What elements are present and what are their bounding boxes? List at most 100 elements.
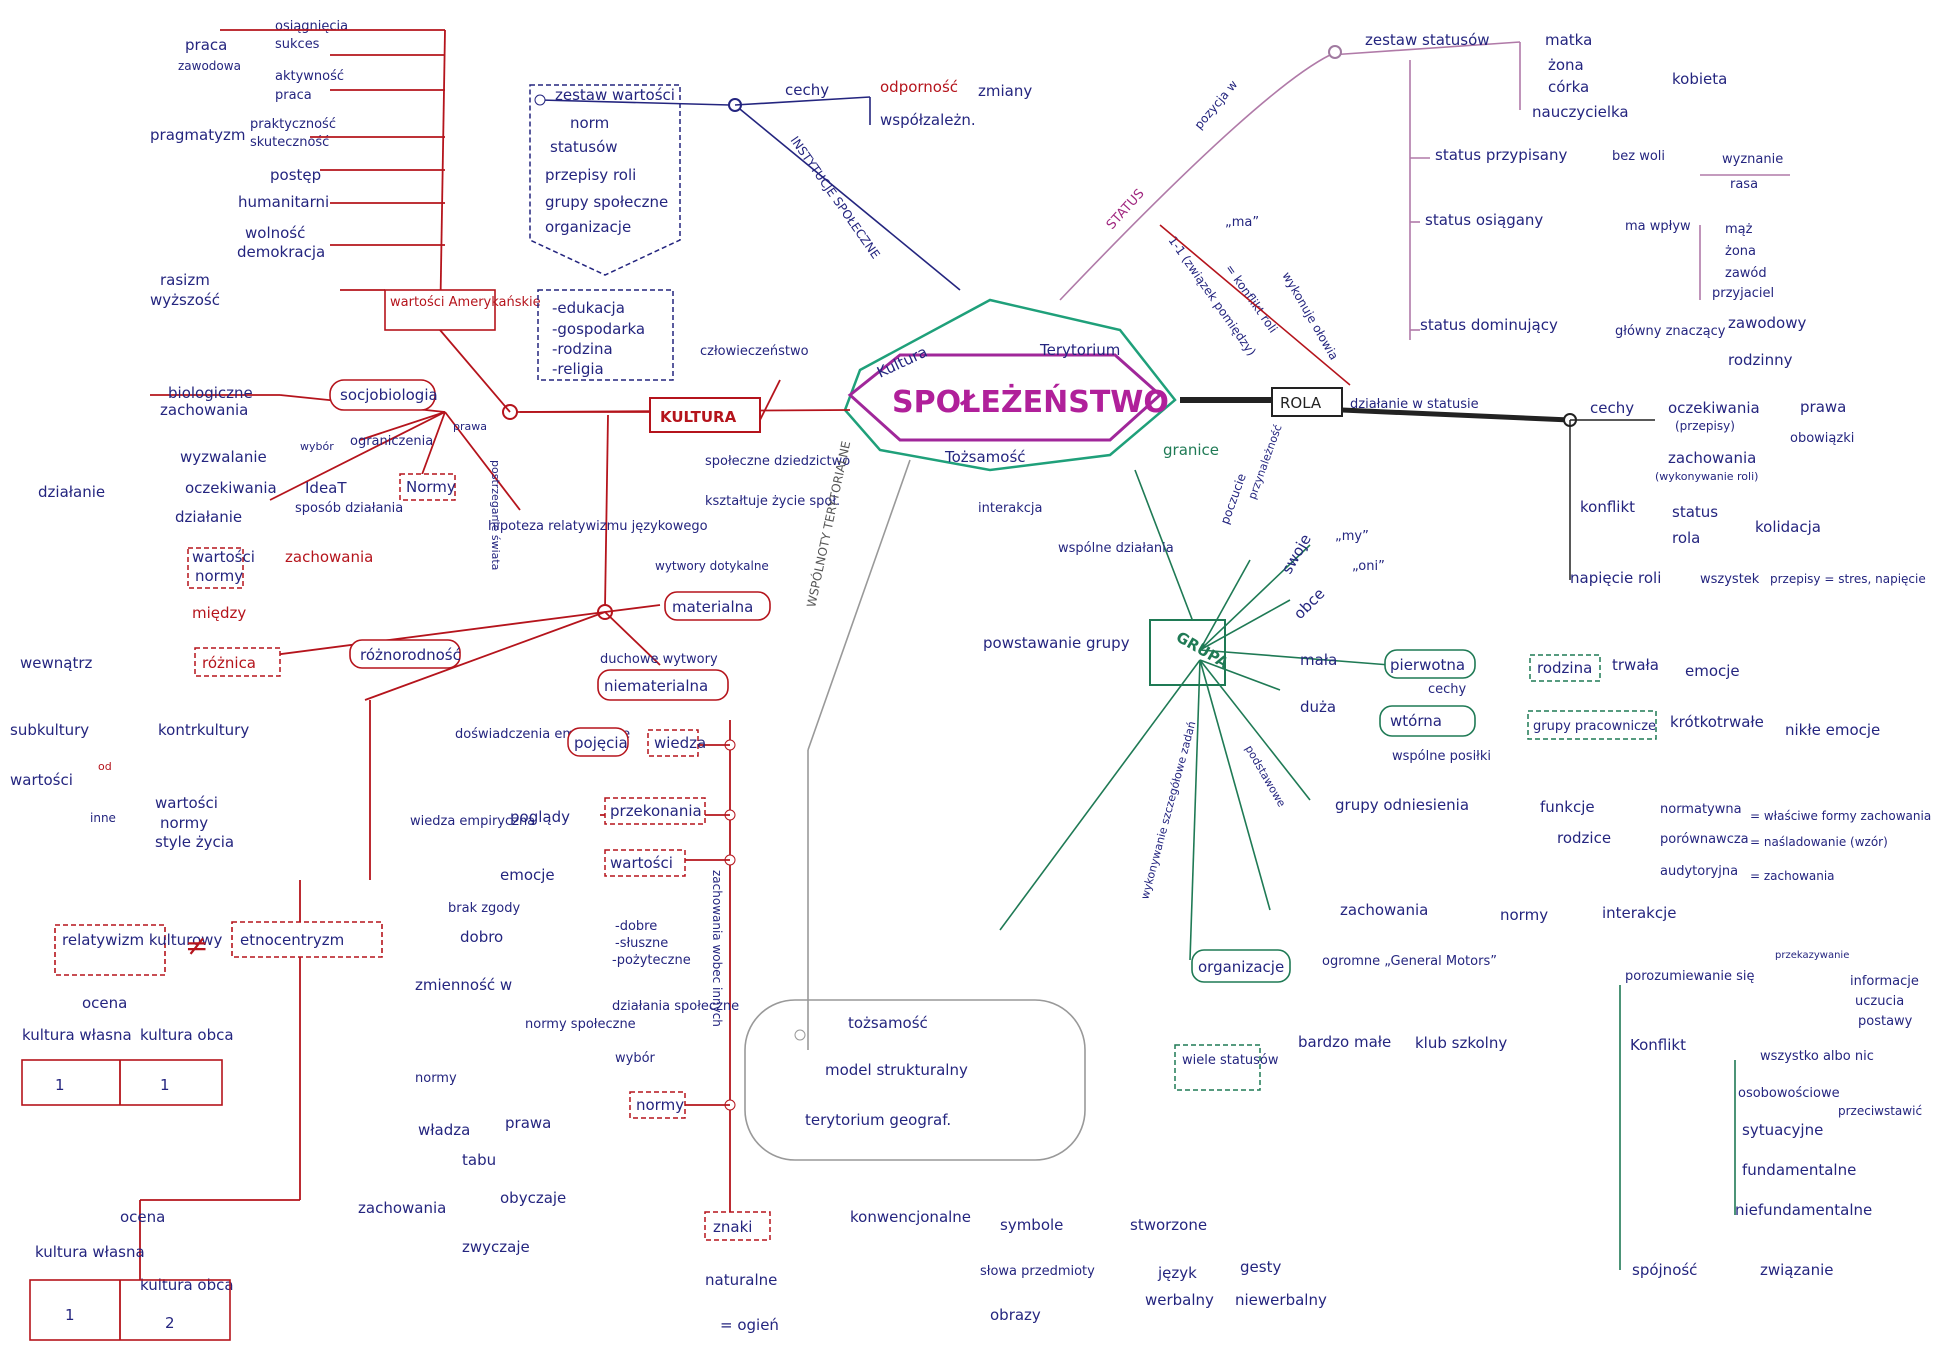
wytwory: wytwory dotykalne — [655, 559, 769, 573]
grupy-pracownicze: grupy pracownicze — [1533, 719, 1656, 734]
tabu: tabu — [462, 1151, 496, 1169]
roznica: różnica — [202, 654, 256, 672]
miedzy: między — [192, 604, 246, 622]
emocje-g: emocje — [1685, 662, 1740, 680]
poczucie: poczucie — [1218, 472, 1249, 526]
kultura-wlasna2: kultura własna — [35, 1243, 145, 1261]
krotkotrwale: krótkotrwałe — [1670, 713, 1764, 731]
duchowe: duchowe wytwory — [600, 652, 718, 667]
nauczycielka: nauczycielka — [1532, 103, 1629, 121]
interakcje: interakcje — [1602, 904, 1676, 922]
kultura-wlasna1: kultura własna — [22, 1026, 132, 1044]
kultura-branch: KULTURA — [139, 29, 851, 1280]
postrzeganie: postrzeganie świata — [489, 460, 502, 570]
pojecia: pojęcia — [574, 734, 628, 752]
normy3: normy — [160, 814, 208, 832]
kultura-label: KULTURA — [660, 408, 737, 426]
powstawanie: powstawanie grupy — [983, 634, 1130, 652]
bardzo-male: bardzo małe — [1298, 1033, 1391, 1051]
przekonania: przekonania — [610, 802, 702, 820]
rola2: rola — [1672, 529, 1700, 547]
demokracja: demokracja — [237, 243, 325, 261]
uczucia: uczucia — [1855, 994, 1904, 1009]
gospodarka: -gospodarka — [552, 320, 645, 338]
ocena1: ocena — [82, 994, 127, 1012]
zachowania2: zachowania — [1340, 901, 1428, 919]
symbole: symbole — [1000, 1216, 1063, 1234]
kultura-obca1: kultura obca — [140, 1026, 234, 1044]
kobieta: kobieta — [1672, 70, 1727, 88]
pozycja: pozycja w — [1192, 77, 1241, 132]
przekazywanie: przekazywanie — [1775, 950, 1849, 961]
style: style życia — [155, 833, 234, 851]
wladza: władza — [418, 1121, 470, 1139]
zwiazanie: związanie — [1760, 1261, 1833, 1279]
wszystko: wszystko albo nic — [1760, 1049, 1874, 1064]
inne: inne — [90, 811, 116, 825]
wartosci: wartości — [192, 548, 255, 566]
normy2: normy — [195, 567, 243, 585]
wiedza: wiedza — [654, 734, 706, 752]
zachowania-wobec: zachowania wobec innych — [710, 870, 724, 1027]
cechy2: cechy — [1590, 399, 1634, 417]
relatywizm: relatywizm kulturowy — [62, 931, 222, 949]
wspolne-posilki: wspólne posiłki — [1392, 749, 1491, 764]
zachowania3: zachowania — [358, 1199, 446, 1217]
wartosci5: wartości — [610, 854, 673, 872]
sytuacyjne: sytuacyjne — [1742, 1121, 1823, 1139]
postawy: postawy — [1858, 1014, 1913, 1029]
socjobiologia: socjobiologia — [340, 386, 438, 404]
informacje: informacje — [1850, 974, 1919, 989]
cechy-g: cechy — [1428, 682, 1467, 697]
zachowania-rola: zachowania — [1668, 449, 1756, 467]
trwala: trwała — [1612, 656, 1659, 674]
aktywnosc: aktywność — [275, 69, 344, 84]
roznorodnosc: różnorodność — [360, 646, 461, 664]
kultura-obca2: kultura obca — [140, 1276, 234, 1294]
rodzina: -rodzina — [552, 340, 613, 358]
organizacje-g: organizacje — [1198, 958, 1284, 976]
czlowieczenstwo: człowieczeństwo — [700, 344, 809, 359]
wszystek: wszystek — [1700, 572, 1760, 587]
funkcje: funkcje — [1540, 798, 1595, 816]
werbalny: werbalny — [1145, 1291, 1214, 1309]
values-ticks — [220, 29, 445, 291]
wykonywanie: (wykonywanie roli) — [1655, 470, 1758, 483]
ideal: IdeaT — [305, 479, 347, 497]
wykonuje: wykonuje ołowia — [1279, 270, 1341, 363]
zachowania2: zachowania — [285, 548, 373, 566]
zmiany: zmiany — [978, 82, 1032, 100]
terytorium-g: terytorium geograf. — [805, 1111, 951, 1129]
spoleczne-dziedzictwo: społeczne dziedzictwo — [705, 454, 850, 469]
wybor2: wybór — [615, 1051, 656, 1066]
wewnatrz: wewnątrz — [20, 654, 93, 672]
wspolne-dzialania: wspólne działania — [1058, 541, 1174, 556]
tozsamosc-g: tożsamość — [848, 1014, 928, 1032]
obce: obce — [1290, 585, 1328, 623]
grupy: grupy społeczne — [545, 193, 668, 211]
wtorna: wtórna — [1390, 712, 1442, 730]
normatywna: normatywna — [1660, 802, 1742, 817]
status-label: STATUS — [1104, 186, 1148, 232]
status-conflict: status — [1672, 503, 1718, 521]
cechy: cechy — [785, 81, 829, 99]
zawodowa: zawodowa — [178, 59, 241, 73]
v2: 1 — [160, 1076, 170, 1094]
przepisy3: przepisy = stres, napięcie — [1770, 572, 1926, 586]
pierwotna: pierwotna — [1390, 656, 1465, 674]
przynaleznosc: przynależność — [1246, 423, 1285, 501]
humanitarni: humanitarni — [238, 193, 329, 211]
zmiennosc: zmienność w — [415, 976, 512, 994]
zawodowy: zawodowy — [1728, 314, 1806, 332]
center-tozsamosc: Tożsamość — [944, 448, 1026, 466]
v3: 1 — [65, 1306, 75, 1324]
v4: 2 — [165, 1314, 175, 1332]
mala: mała — [1300, 651, 1337, 669]
rasizm: rasizm — [160, 271, 210, 289]
audytoryjna: audytoryjna — [1660, 864, 1738, 879]
religia: -religia — [552, 360, 604, 378]
grupy-odniesienia: grupy odniesienia — [1335, 796, 1469, 814]
emocje: emocje — [500, 866, 555, 884]
wartosci4: wartości — [155, 794, 218, 812]
zestaw: zestaw wartości — [555, 86, 675, 104]
